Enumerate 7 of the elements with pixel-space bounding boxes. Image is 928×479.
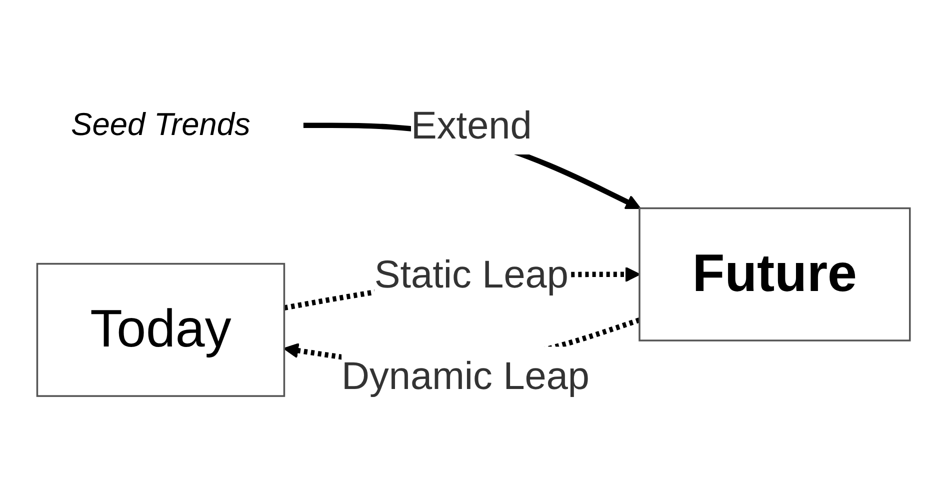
diagram-drawing: Extend Static Leap Dynamic Leap Seed Trends Future Today	[4, 60, 924, 418]
edge-label: Dynamic Leap	[342, 353, 590, 398]
node-box	[638, 206, 911, 341]
edge-label: Static Leap	[374, 252, 568, 296]
node-box	[36, 262, 286, 396]
edge-label: Extend	[411, 102, 532, 147]
node-text: Seed Trends	[71, 106, 250, 142]
